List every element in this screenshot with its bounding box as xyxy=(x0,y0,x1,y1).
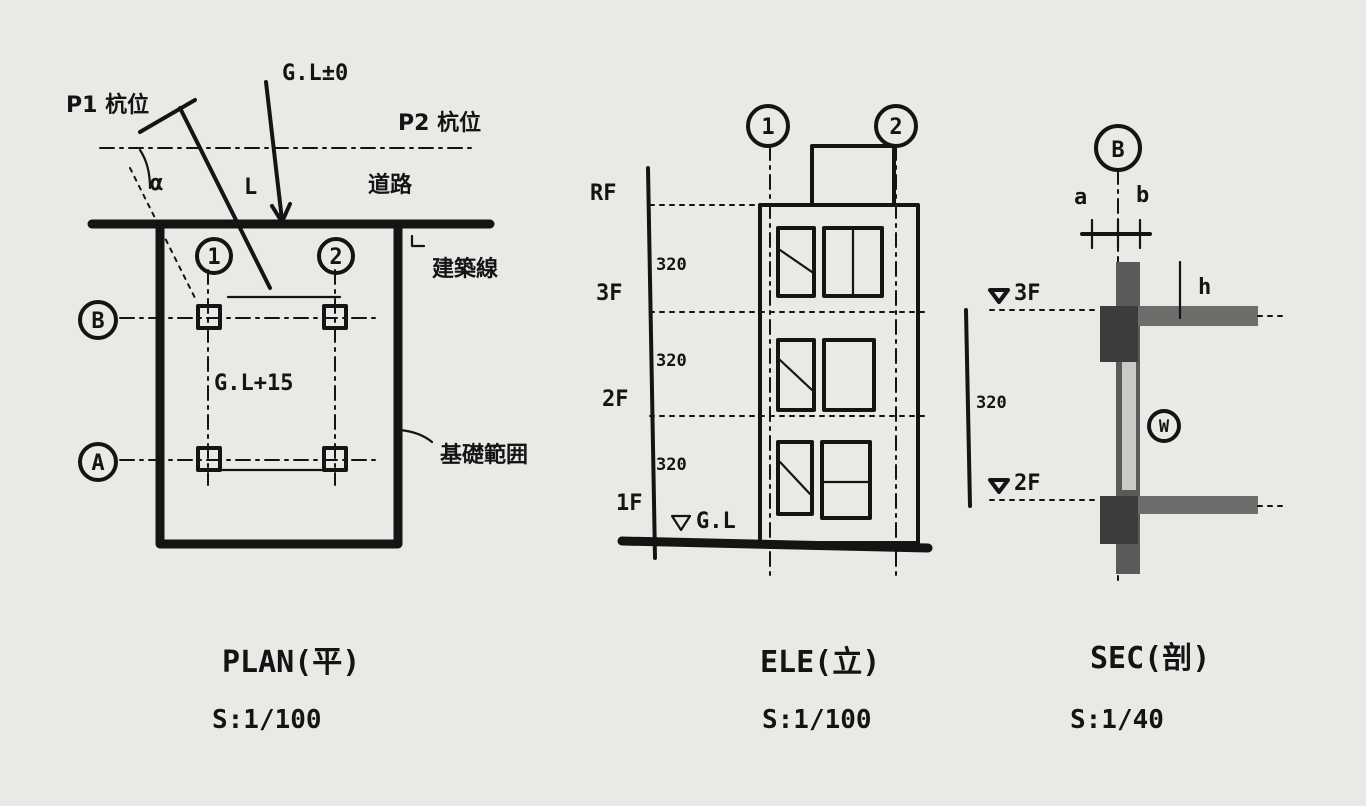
window-2f-left xyxy=(776,338,816,412)
column-b2 xyxy=(322,304,348,330)
building-outline xyxy=(758,203,920,545)
elev-dimension-line xyxy=(646,166,657,560)
level-rf: RF xyxy=(590,181,617,206)
plan-grid-a-label: A xyxy=(91,451,104,476)
section-grid-label: B xyxy=(1111,138,1124,163)
foundation-label: 基礎範囲 xyxy=(440,442,528,468)
height-2f: 320 xyxy=(656,351,687,371)
column-b1 xyxy=(196,304,222,330)
elevation-windows xyxy=(776,226,884,520)
sec-3f-marker xyxy=(988,288,1010,304)
window-3f-left xyxy=(776,226,816,298)
elevation-view: 1 2 RF 3F 2F 1F 320 320 320 G.L xyxy=(590,104,933,581)
lower-beam xyxy=(1100,496,1138,544)
sec-height-dimension xyxy=(964,308,972,508)
p1-label: P1 杭位 xyxy=(66,92,149,118)
sec-2f-marker xyxy=(988,478,1010,494)
section-window-opening xyxy=(1122,340,1136,490)
section-title: SEC(剖) xyxy=(1090,641,1210,676)
a-label: a xyxy=(1074,185,1087,210)
plan-title: PLAN(平) xyxy=(222,645,360,680)
length-label: L xyxy=(244,175,257,200)
elev-grid-bubble-1 xyxy=(746,104,790,148)
window-bubble xyxy=(1147,409,1181,443)
window-2f-right xyxy=(822,338,876,412)
gl-arrow-shaft xyxy=(264,80,284,222)
window-2f-swing xyxy=(778,358,814,392)
elevation-title: ELE(立) xyxy=(760,645,880,680)
sec-height-label: 320 xyxy=(976,393,1007,413)
gl-marker xyxy=(670,514,692,532)
upper-slab xyxy=(1138,306,1258,326)
gl-arrow-head xyxy=(270,202,292,224)
angle-label: α xyxy=(150,171,163,196)
section-scale: S:1/40 xyxy=(1070,705,1164,735)
window-1f-swing xyxy=(778,460,812,496)
upper-beam xyxy=(1100,306,1138,362)
elev-gl-label: G.L xyxy=(696,509,736,534)
section-view: B a b h 3F 2F 320 W xyxy=(964,124,1285,581)
window-1f-right xyxy=(820,440,872,520)
window-label: W xyxy=(1159,417,1170,437)
building-line-leader xyxy=(410,234,426,248)
grid-bubble-1 xyxy=(195,237,233,275)
foundation-leader xyxy=(398,428,434,444)
plan-scale: S:1/100 xyxy=(212,705,322,735)
elev-grid-bubble-2 xyxy=(874,104,918,148)
roof-penthouse xyxy=(810,144,896,207)
pile-tick xyxy=(138,98,197,134)
pile-diagonal xyxy=(178,106,272,290)
p2-label: P2 杭位 xyxy=(398,110,481,136)
elev-grid-1-label: 1 xyxy=(761,115,774,140)
building-line-label: 建築線 xyxy=(432,256,498,282)
sec-3f-label: 3F xyxy=(1014,281,1041,306)
lower-slab xyxy=(1138,496,1258,514)
grid-bubble-a xyxy=(78,442,118,482)
plan-view: 1 2 B A P1 杭位 P2 杭位 G.L±0 道路 α L 建築線 基礎範… xyxy=(66,61,528,549)
grid-bubble-b xyxy=(78,300,118,340)
b-label: b xyxy=(1136,183,1149,208)
plan-grid-2-label: 2 xyxy=(329,245,342,270)
elev-grid-2-label: 2 xyxy=(889,115,902,140)
level-2f: 2F xyxy=(602,387,629,412)
plan-grid-1-label: 1 xyxy=(207,245,220,270)
h-label: h xyxy=(1198,275,1211,300)
height-1f: 320 xyxy=(656,455,687,475)
road-label: 道路 xyxy=(368,172,413,198)
level-1f: 1F xyxy=(616,491,643,516)
plan-grid-b-label: B xyxy=(91,309,104,334)
window-3f-swing xyxy=(778,248,814,274)
angle-arc xyxy=(138,148,152,190)
window-1f-left xyxy=(776,440,814,516)
height-3f: 320 xyxy=(656,255,687,275)
elevation-scale: S:1/100 xyxy=(762,705,872,735)
level-3f: 3F xyxy=(596,281,623,306)
plan-level-mark: G.L+15 xyxy=(214,371,293,396)
grid-bubble-2 xyxy=(317,237,355,275)
angle-guide xyxy=(129,167,196,299)
gl-top-label: G.L±0 xyxy=(282,61,348,86)
sec-2f-label: 2F xyxy=(1014,471,1041,496)
site-outline xyxy=(155,221,403,549)
